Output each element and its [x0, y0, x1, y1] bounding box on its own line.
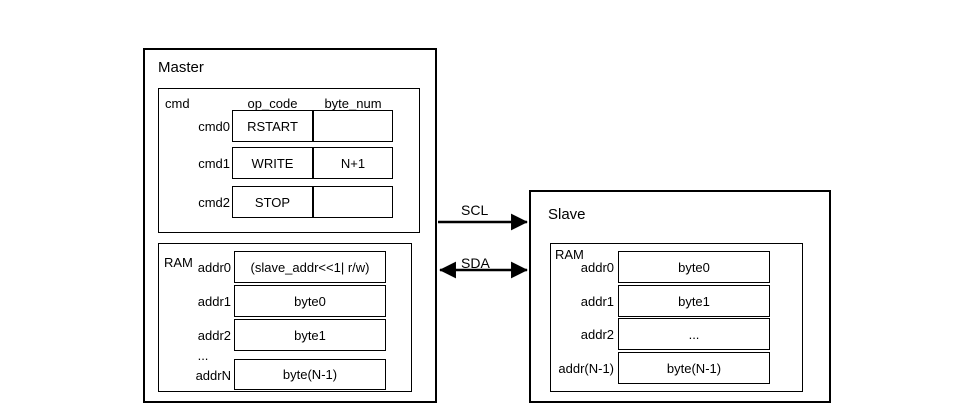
master-ram-group-label: RAM — [164, 255, 193, 270]
cmd-row-label-1: cmd1 — [198, 156, 230, 171]
master-ram-cell-2: byte1 — [234, 319, 386, 351]
master-ram-cell-1: byte0 — [234, 285, 386, 317]
slave-ram-row-label-3: addr(N-1) — [558, 361, 614, 376]
sda-signal-label: SDA — [461, 255, 490, 271]
cmd-header-op-code: op_code — [247, 96, 298, 111]
cmd-cell-op-code-1: WRITE — [232, 147, 313, 179]
cmd-cell-op-code-2: STOP — [232, 186, 313, 218]
cmd-cell-byte-num-2 — [313, 186, 393, 218]
slave-ram-row-label-1: addr1 — [580, 294, 614, 309]
slave-ram-row-label-2: addr2 — [580, 327, 614, 342]
slave-ram-row-label-0: addr0 — [580, 260, 614, 275]
slave-ram-group-label: RAM — [555, 247, 584, 262]
slave-ram-cell-3: byte(N-1) — [618, 352, 770, 384]
master-ram-group-box — [158, 243, 412, 392]
master-ram-cell-3: byte(N-1) — [234, 359, 386, 390]
slave-block — [529, 190, 831, 403]
slave-ram-cell-0: byte0 — [618, 251, 770, 283]
scl-signal-label: SCL — [461, 202, 489, 218]
cmd-row-label-0: cmd0 — [198, 119, 230, 134]
master-title: Master — [158, 59, 204, 76]
slave-ram-cell-2: ... — [618, 318, 770, 350]
master-ram-cell-0: (slave_addr<<1| r/w) — [234, 251, 386, 283]
master-ram-row-label-3: addrN — [195, 368, 231, 383]
slave-title: Slave — [548, 206, 586, 223]
slave-ram-group-box — [550, 243, 803, 392]
master-ram-row-label-2: addr2 — [197, 328, 231, 343]
master-ram-row-label-0: addr0 — [197, 260, 231, 275]
cmd-cell-op-code-0: RSTART — [232, 110, 313, 142]
cmd-cell-byte-num-1: N+1 — [313, 147, 393, 179]
cmd-header-byte-num: byte_num — [324, 96, 382, 111]
cmd-group-label: cmd — [165, 96, 190, 111]
master-ram-row-label-1: addr1 — [197, 294, 231, 309]
slave-ram-cell-1: byte1 — [618, 285, 770, 317]
cmd-row-label-2: cmd2 — [198, 195, 230, 210]
master-block — [143, 48, 437, 403]
cmd-group-box — [158, 88, 420, 233]
master-ram-ellipsis: ... — [197, 348, 209, 363]
cmd-cell-byte-num-0 — [313, 110, 393, 142]
